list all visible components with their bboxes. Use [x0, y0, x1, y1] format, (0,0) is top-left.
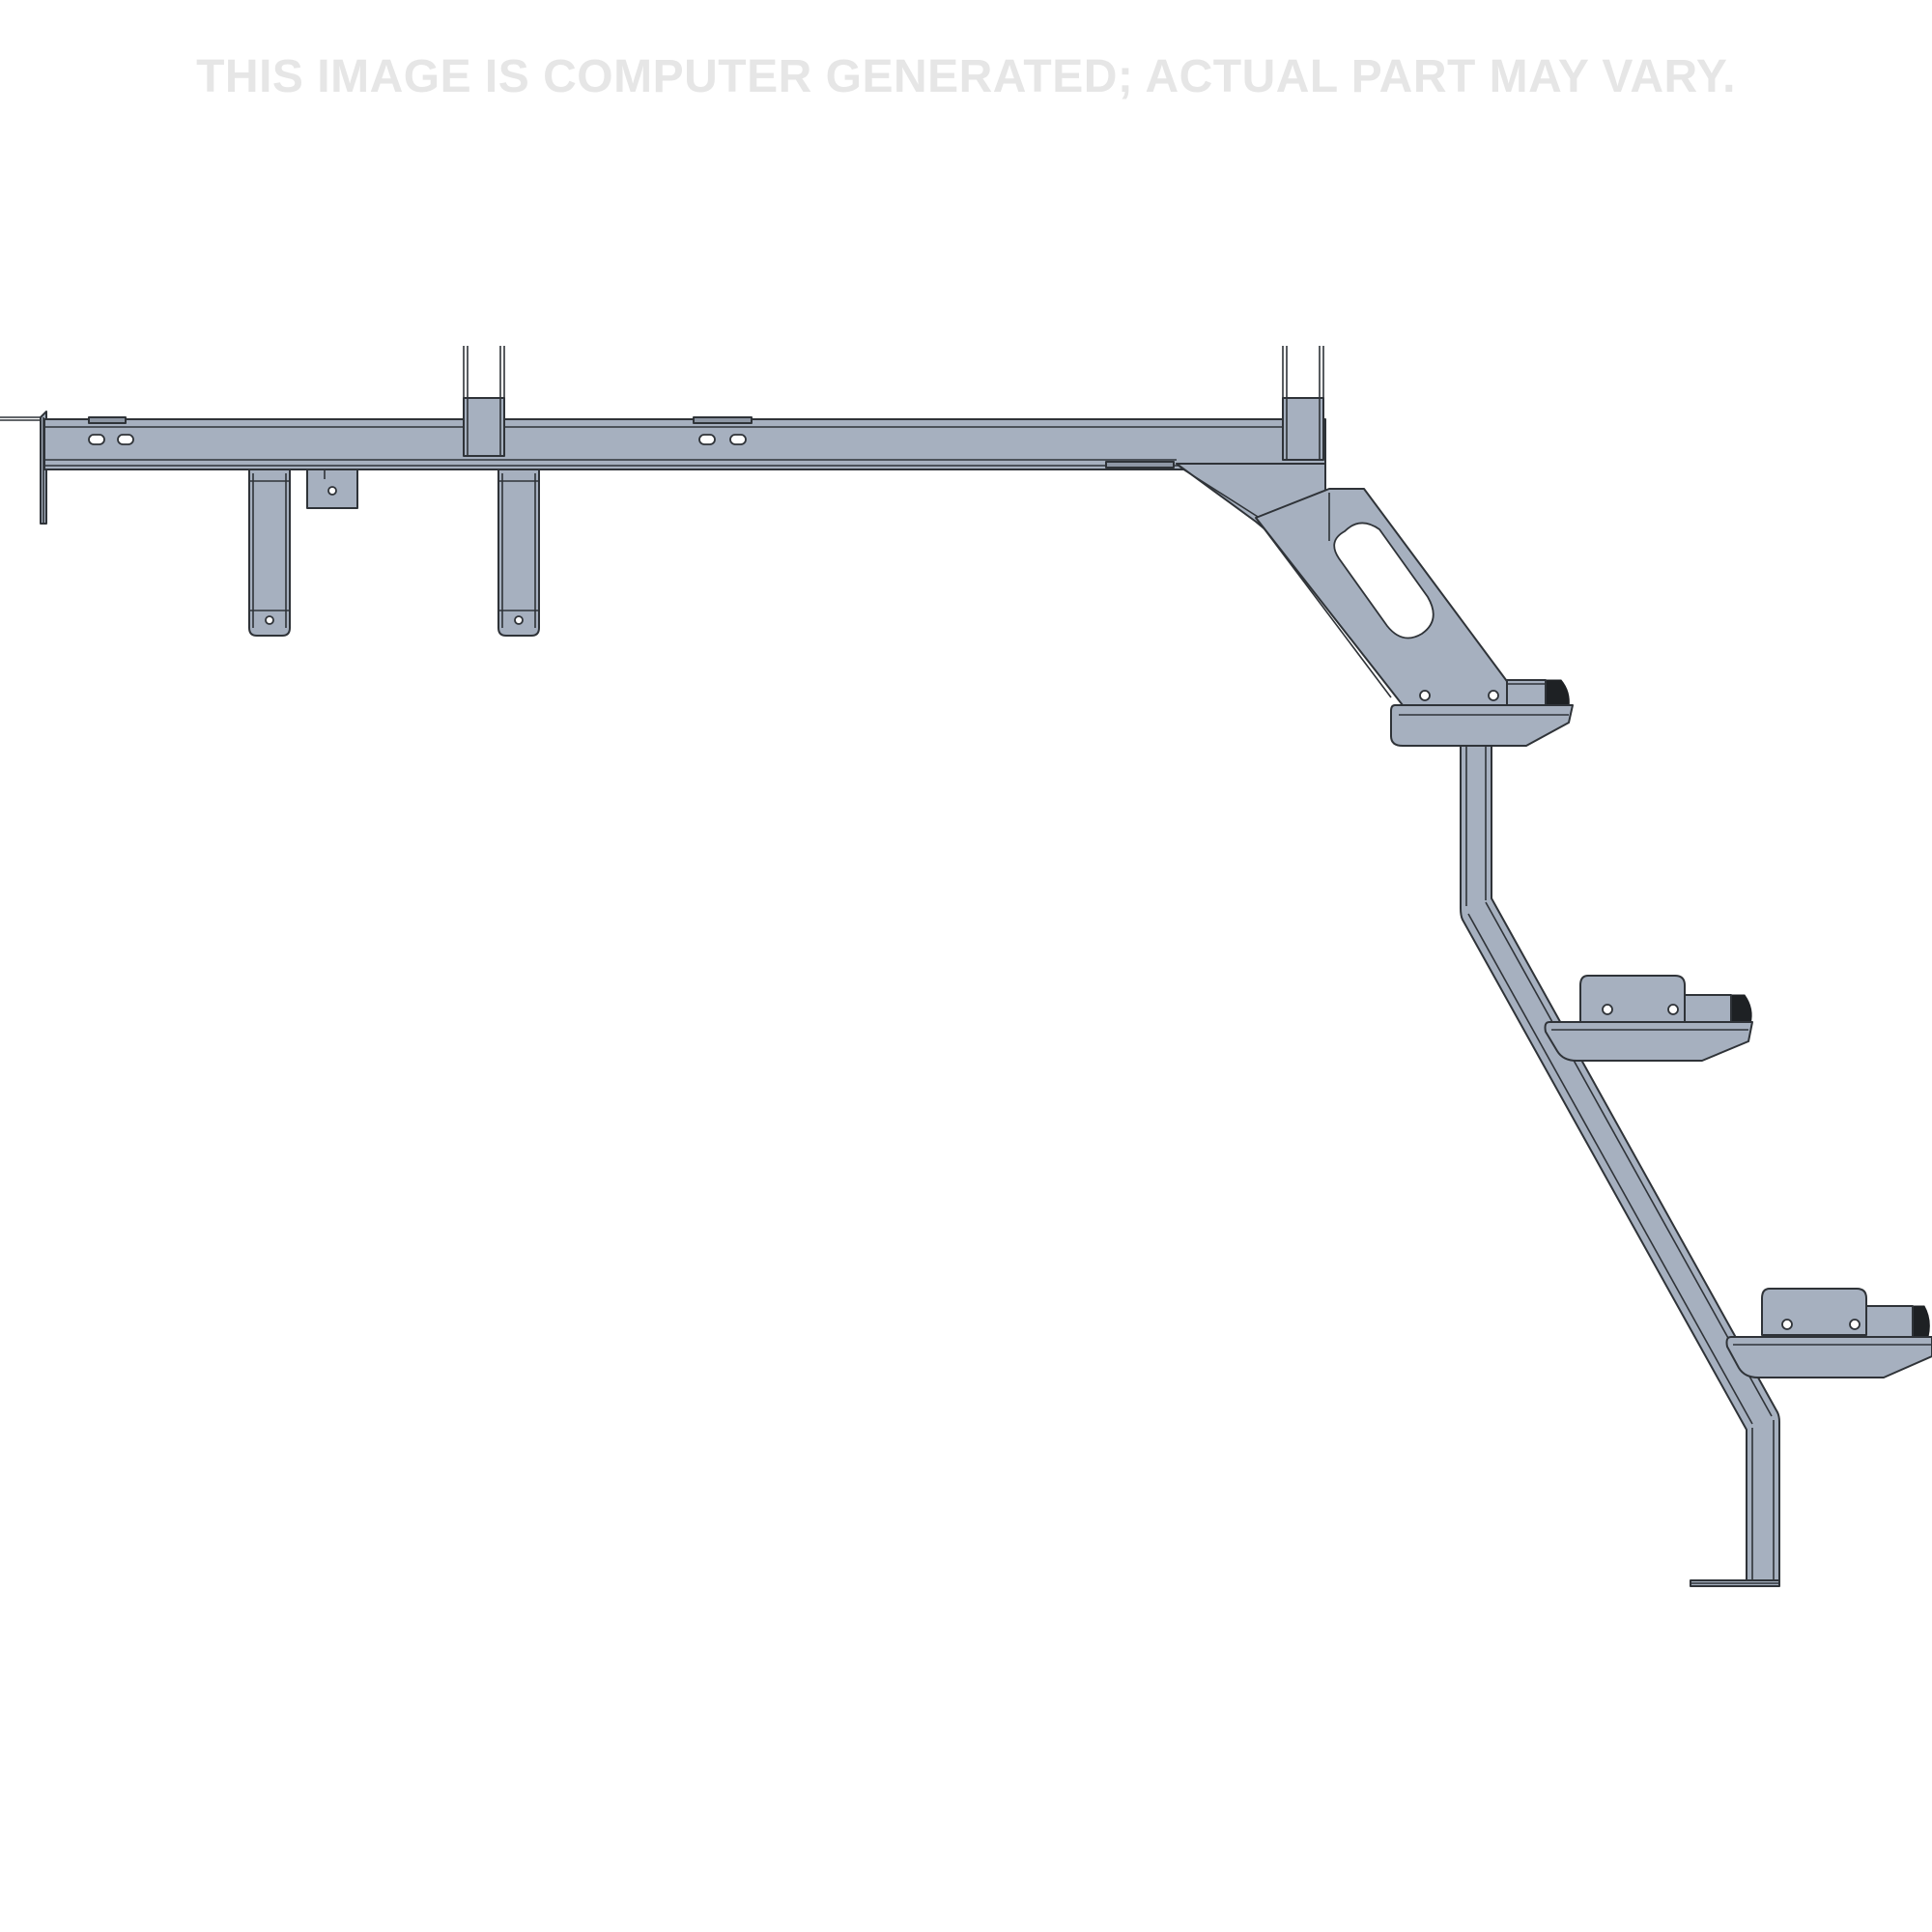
step-3 [1725, 1288, 1932, 1378]
rail-slot-holes [88, 434, 747, 445]
mount-strap-1 [248, 469, 291, 637]
step-stringer [1460, 745, 1780, 1581]
disclaimer-watermark: THIS IMAGE IS COMPUTER GENERATED; ACTUAL… [196, 51, 1736, 102]
step-1 [1390, 679, 1574, 747]
top-rail [43, 416, 1326, 470]
step-2 [1544, 975, 1753, 1062]
mount-tab [306, 469, 358, 509]
upright-post-left [463, 346, 505, 457]
angled-side-plate [1255, 488, 1516, 706]
left-end-bracket [0, 411, 47, 525]
foot-plate [1690, 1579, 1780, 1587]
mount-strap-2 [497, 469, 540, 637]
upright-post-right [1282, 346, 1324, 461]
